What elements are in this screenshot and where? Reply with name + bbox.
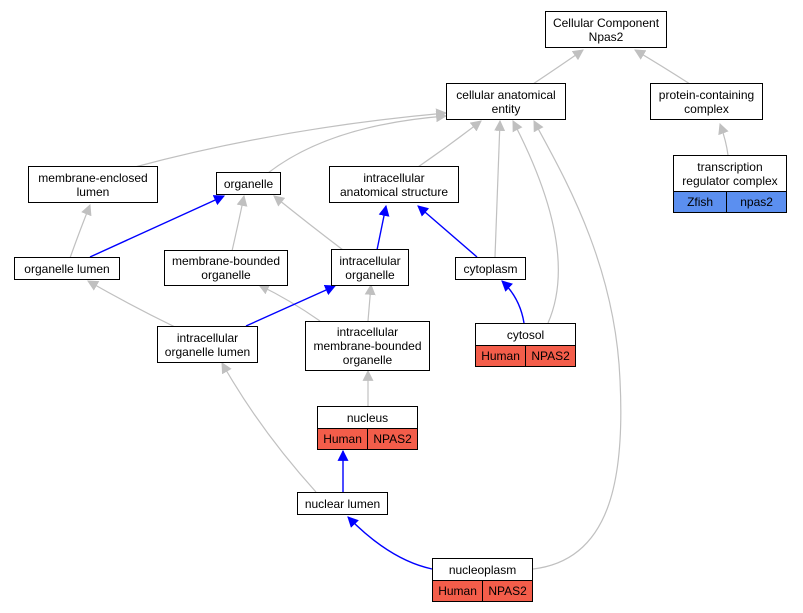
gene-cell[interactable]: npas2 [726, 192, 786, 212]
edge-cae-to-root [532, 49, 584, 85]
species-cell[interactable]: Human [318, 429, 368, 449]
node-label: protein-containing complex [658, 87, 755, 116]
edge-cytoplasm-to-cae [494, 119, 506, 258]
node-label: membrane-bounded organelle [171, 254, 281, 282]
gene-cell[interactable]: NPAS2 [482, 581, 532, 601]
edge-iol-part-of-io[interactable] [245, 285, 337, 327]
node-intracellular-organelle[interactable]: intracellular organelle [331, 249, 409, 286]
edge-mel-to-cae [134, 108, 448, 168]
edge-imbo-to-io [364, 283, 376, 322]
edge-pcc-to-root [634, 49, 691, 85]
node-organelle[interactable]: organelle [216, 172, 281, 195]
annotation-row-transcription-regulator-complex: Zfish npas2 [673, 191, 787, 213]
annotation-row-cytosol: Human NPAS2 [475, 345, 576, 367]
node-cytoplasm[interactable]: cytoplasm [455, 257, 526, 280]
annotation-row-nucleus: Human NPAS2 [317, 428, 418, 450]
species-cell[interactable]: Human [476, 346, 526, 366]
node-label: membrane-enclosed lumen [38, 170, 148, 199]
edge-trc-to-pcc [718, 122, 729, 156]
node-nuclear-lumen[interactable]: nuclear lumen [297, 492, 388, 515]
species-cell[interactable]: Zfish [674, 192, 727, 212]
node-organelle-lumen[interactable]: organelle lumen [14, 257, 120, 280]
node-label: nuclear lumen [304, 496, 381, 511]
node-label: transcription regulator complex [682, 159, 778, 188]
edge-imbo-to-mbo [258, 284, 321, 322]
edge-organelle-lumen-to-mel [69, 203, 92, 259]
edge-organelle-to-cae [267, 111, 448, 174]
gene-cell[interactable]: NPAS2 [525, 346, 575, 366]
edge-cytosol-to-cae [512, 120, 559, 324]
node-nucleus[interactable]: nucleus [317, 406, 418, 428]
node-cellular-component-npas2[interactable]: Cellular Component Npas2 [545, 11, 667, 48]
annotation-row-nucleoplasm: Human NPAS2 [432, 580, 533, 602]
node-label: intracellular membrane-bounded organelle [313, 325, 422, 367]
node-intracellular-anatomical-structure[interactable]: intracellular anatomical structure [329, 166, 459, 203]
edge-nucleoplasm-to-cae [532, 120, 622, 570]
species-cell[interactable]: Human [433, 581, 483, 601]
edge-mbo-to-organelle [231, 194, 248, 252]
edge-io-part-of-ias[interactable] [376, 204, 390, 251]
node-protein-containing-complex[interactable]: protein-containing complex [650, 83, 763, 120]
node-membrane-enclosed-lumen[interactable]: membrane-enclosed lumen [28, 166, 158, 203]
node-label: cytoplasm [463, 261, 518, 276]
gene-cell[interactable]: NPAS2 [367, 429, 417, 449]
node-label: Cellular Component Npas2 [552, 15, 660, 44]
node-nucleoplasm[interactable]: nucleoplasm [432, 558, 533, 580]
node-label: intracellular organelle lumen [164, 330, 251, 359]
node-label: intracellular organelle [339, 253, 401, 282]
node-label: organelle lumen [24, 261, 110, 276]
node-cytosol[interactable]: cytosol [475, 323, 576, 345]
edge-io-to-organelle [273, 195, 344, 251]
node-cellular-anatomical-entity[interactable]: cellular anatomical entity [446, 83, 566, 120]
edge-organelle-lumen-part-of-organelle[interactable] [89, 195, 226, 258]
edge-cytosol-part-of-cytoplasm[interactable] [501, 280, 525, 324]
node-label: nucleoplasm [448, 562, 517, 577]
node-intracellular-organelle-lumen[interactable]: intracellular organelle lumen [157, 326, 258, 363]
node-label: intracellular anatomical structure [339, 170, 449, 199]
edge-nuclear-lumen-to-iol [221, 362, 317, 493]
edge-nucleoplasm-part-of-nuclear-lumen[interactable] [347, 516, 433, 570]
node-intracellular-membrane-bounded-organelle[interactable]: intracellular membrane-bounded organelle [305, 321, 430, 371]
edge-ias-to-cae [417, 120, 482, 168]
node-transcription-regulator-complex[interactable]: transcription regulator complex [673, 155, 787, 191]
node-membrane-bounded-organelle[interactable]: membrane-bounded organelle [164, 250, 288, 286]
edge-iol-to-organelle-lumen [87, 280, 176, 328]
edge-cytoplasm-part-of-ias[interactable] [417, 205, 478, 258]
node-label: nucleus [346, 410, 389, 425]
node-label: organelle [223, 176, 274, 191]
node-label: cytosol [506, 327, 545, 342]
node-label: cellular anatomical entity [456, 87, 556, 116]
